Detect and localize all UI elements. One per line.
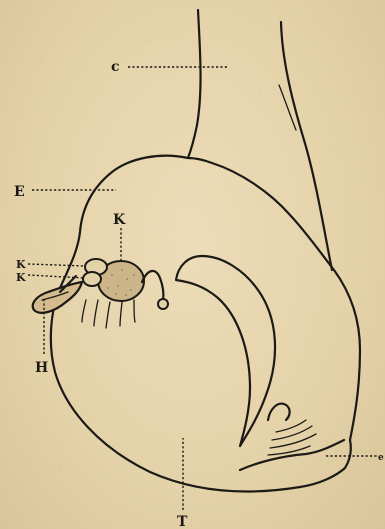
label-K-upper: K (16, 258, 26, 271)
nodule-K-lower (83, 272, 101, 286)
label-E: E (14, 184, 25, 200)
label-K-lower: K (16, 271, 26, 284)
inner-cavity (176, 256, 275, 446)
small-gland (158, 299, 168, 309)
ear-striations (268, 420, 316, 455)
label-H: H (35, 360, 48, 376)
stalk-inner-line (279, 85, 296, 130)
stalk-left-outline (188, 10, 201, 158)
label-K: K (113, 212, 126, 228)
lower-lobe (240, 440, 344, 470)
body-outline (51, 156, 360, 492)
duct (142, 271, 163, 300)
label-T: T (177, 514, 188, 529)
sac-H (33, 282, 82, 313)
label-e: e (378, 453, 384, 463)
ear-feature (268, 404, 290, 420)
leader-KK-upper (28, 264, 86, 266)
label-c: c (111, 59, 120, 75)
organ-striations (82, 300, 135, 328)
